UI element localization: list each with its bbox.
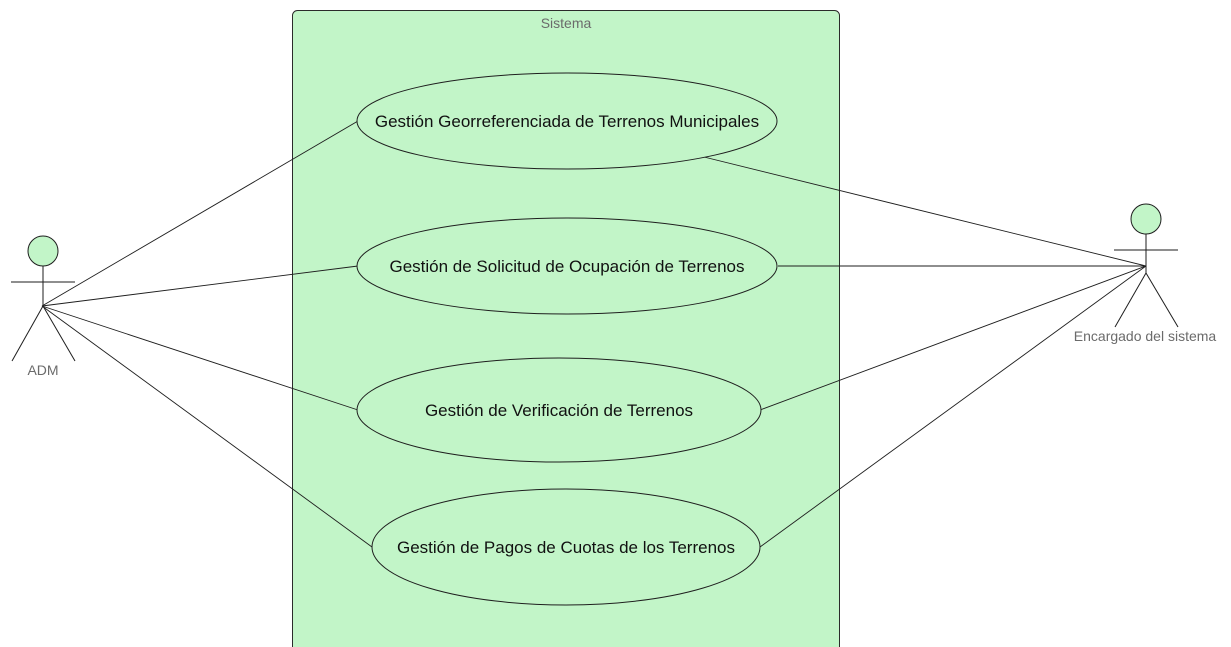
actor-adm-right-leg <box>42 305 76 362</box>
use-case-uc3-label: Gestión de Verificación de Terrenos <box>425 401 693 420</box>
use-case-uc4-label: Gestión de Pagos de Cuotas de los Terren… <box>397 538 735 557</box>
use-case-uc2-label: Gestión de Solicitud de Ocupación de Ter… <box>389 257 744 276</box>
system-boundary-title: Sistema <box>541 15 592 31</box>
actor-encargado-right-leg <box>1145 272 1179 328</box>
actor-adm-left-leg <box>11 305 44 362</box>
association-adm-uc4 <box>41 305 373 548</box>
use-case-uc2[interactable]: Gestión de Solicitud de Ocupación de Ter… <box>356 217 778 315</box>
actor-encargado-label: Encargado del sistema <box>1074 328 1217 344</box>
system-boundary-box <box>292 10 840 647</box>
system-boundary: Sistema <box>292 10 840 647</box>
use-case-uc1-label: Gestión Georreferenciada de Terrenos Mun… <box>375 112 759 131</box>
actor-adm-label: ADM <box>27 362 58 378</box>
use-case-uc1-ellipse <box>356 72 778 170</box>
use-case-uc4-ellipse <box>371 488 761 606</box>
association-encargado-uc3 <box>759 265 1147 411</box>
association-adm-uc1 <box>41 120 359 307</box>
use-case-uc2-ellipse <box>356 217 778 315</box>
association-adm-uc2 <box>41 265 359 307</box>
association-encargado-uc4 <box>759 265 1147 548</box>
actor-encargado[interactable]: Encargado del sistema <box>1074 203 1217 344</box>
actor-adm[interactable]: ADM <box>11 235 76 378</box>
actor-encargado-left-leg <box>1114 272 1147 328</box>
use-case-uc3-ellipse <box>356 357 762 463</box>
use-case-uc4[interactable]: Gestión de Pagos de Cuotas de los Terren… <box>371 488 761 606</box>
actor-adm-head <box>27 235 59 267</box>
associations <box>41 120 1147 548</box>
actor-encargado-head <box>1130 203 1162 235</box>
use-case-uc1[interactable]: Gestión Georreferenciada de Terrenos Mun… <box>356 72 778 170</box>
use-case-uc3[interactable]: Gestión de Verificación de Terrenos <box>356 357 762 463</box>
association-adm-uc3 <box>41 305 359 411</box>
association-encargado-uc1 <box>703 156 1147 267</box>
